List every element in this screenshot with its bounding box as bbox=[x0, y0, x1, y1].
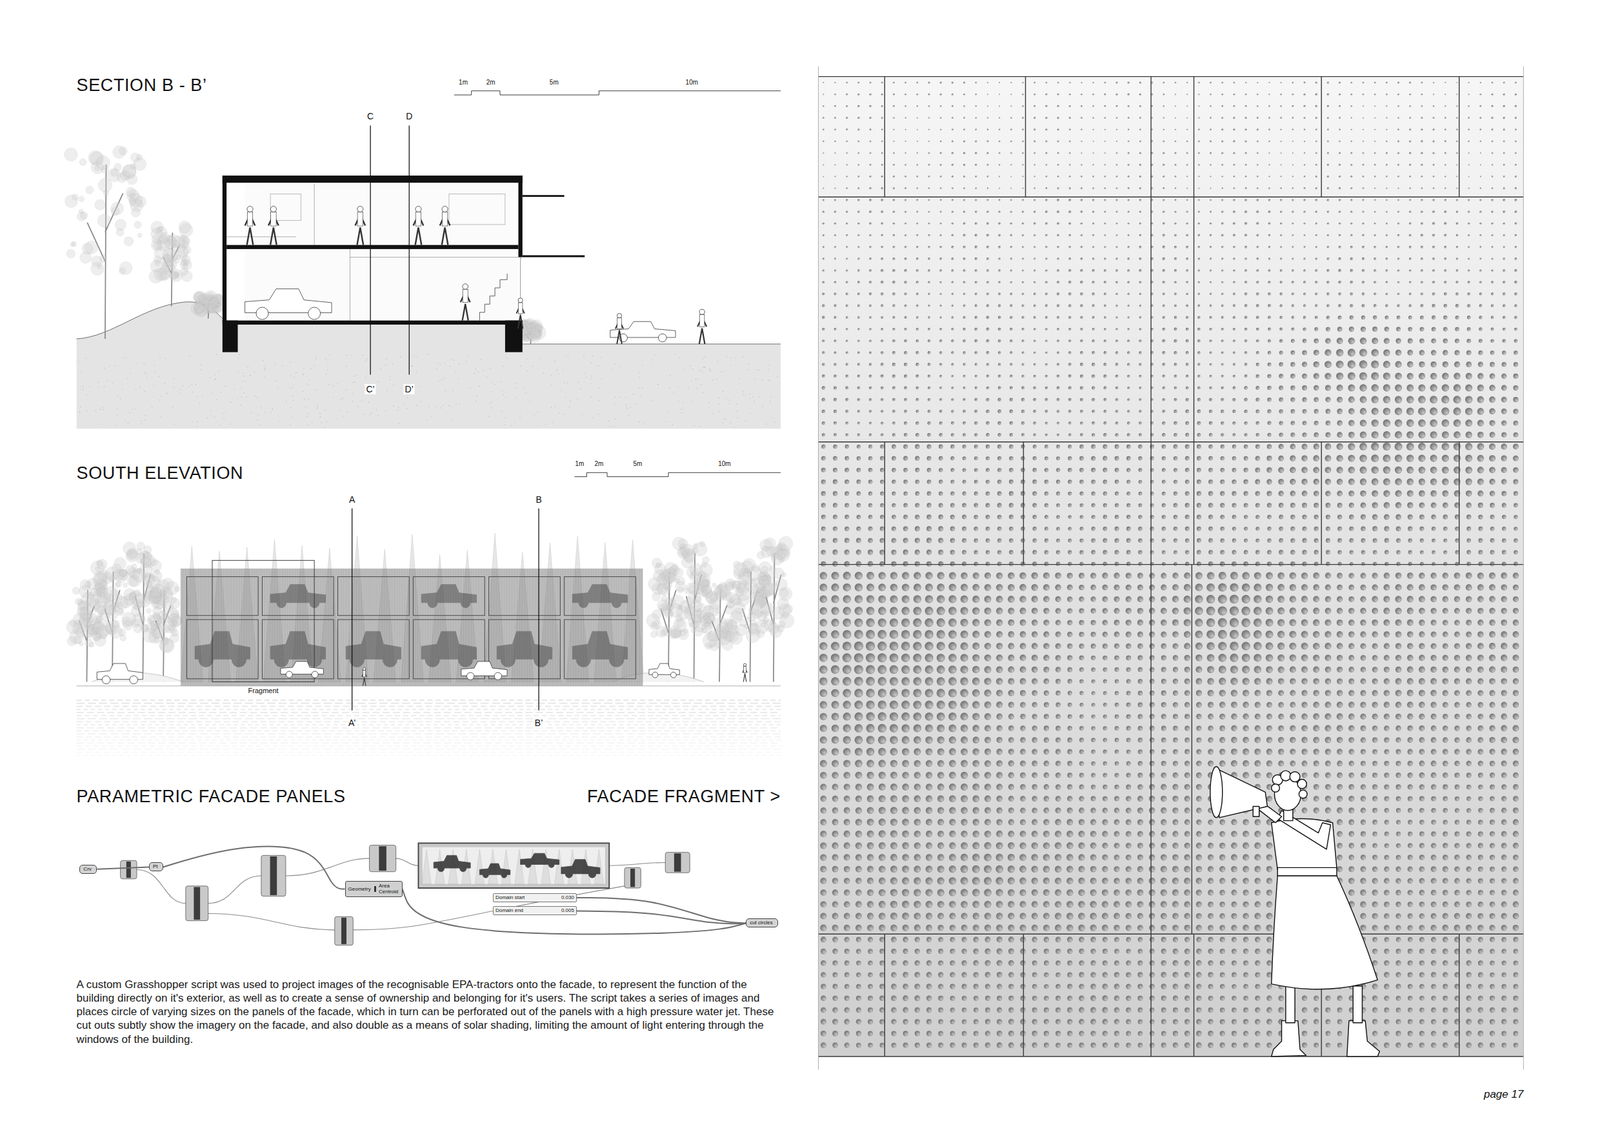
page: SECTION B - B’1m2m5m10mCDC’D’SOUTH ELEVA… bbox=[0, 0, 1600, 1132]
